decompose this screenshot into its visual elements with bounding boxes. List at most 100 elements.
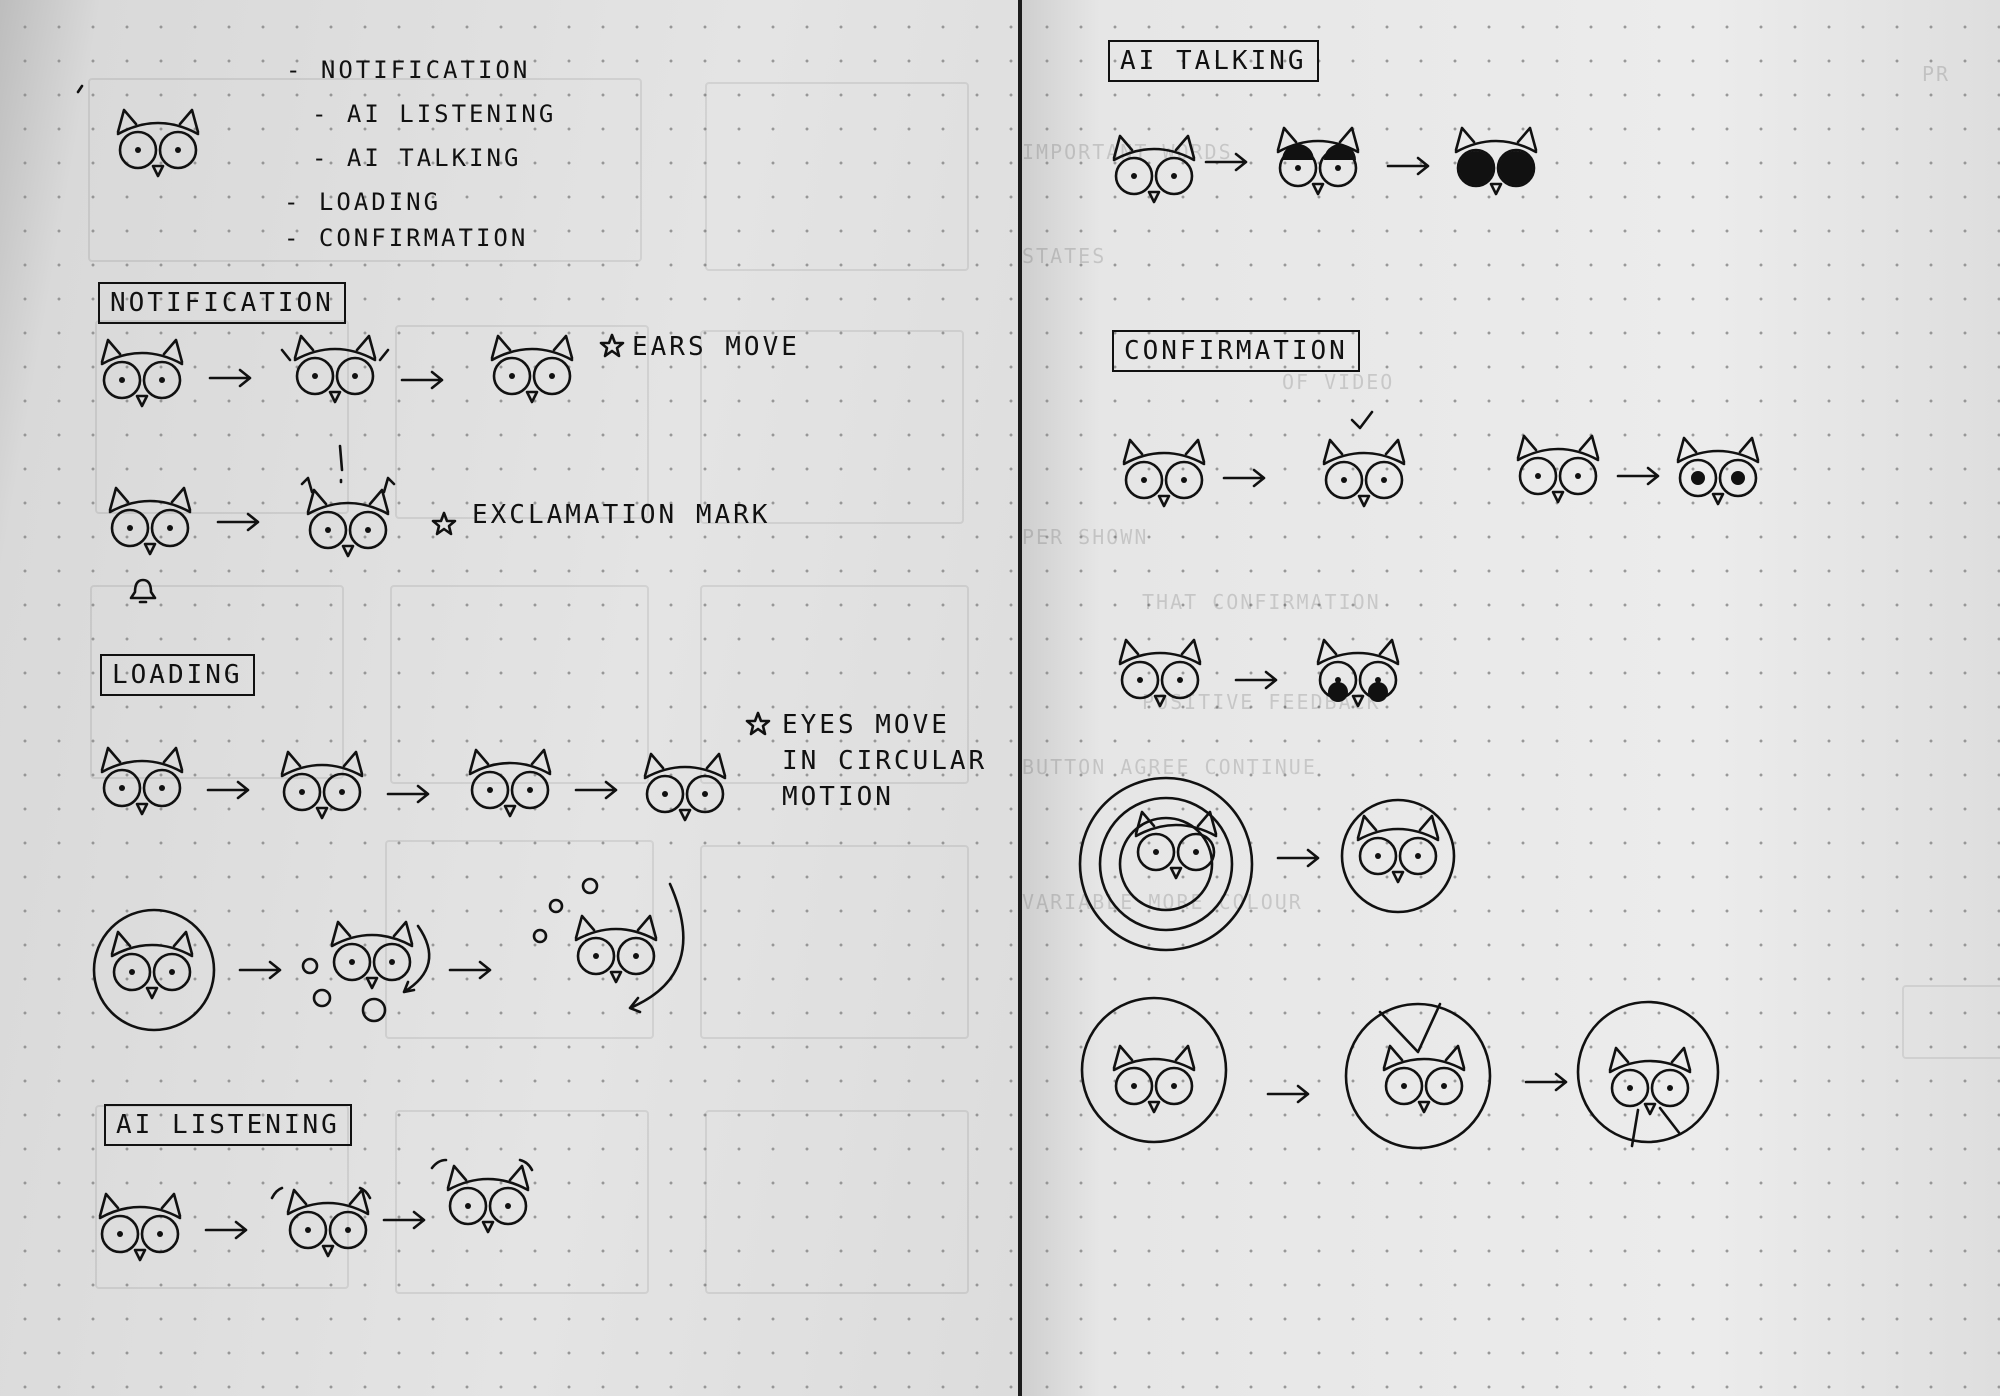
owl-icon — [293, 334, 377, 404]
arrow-right-icon — [1386, 156, 1430, 176]
bell-icon — [129, 578, 157, 604]
filled-eye — [1459, 151, 1493, 185]
ripple-ring — [1118, 816, 1214, 912]
owl-icon — [1356, 814, 1440, 884]
section-title-ai-listening: AI LISTENING — [104, 1104, 352, 1146]
loading-dot — [532, 928, 548, 944]
overview-item-notification: - NOTIFICATION — [286, 56, 531, 84]
arrow-right-icon — [238, 960, 282, 980]
filled-eye — [1499, 151, 1533, 185]
arrow-right-icon — [1266, 1084, 1310, 1104]
loading-dot — [548, 898, 564, 914]
owl-icon — [468, 748, 552, 818]
overview-item-loading: - LOADING — [284, 188, 442, 216]
arrow-right-icon — [448, 960, 492, 980]
owl-icon — [1322, 438, 1406, 508]
owl-icon — [100, 746, 184, 816]
loading-dot — [301, 957, 319, 975]
loading-ring — [92, 908, 216, 1032]
loading-dot — [312, 988, 332, 1008]
owl-icon — [280, 750, 364, 820]
overview-item-confirmation: - CONFIRMATION — [284, 224, 529, 252]
note-ears-move: EARS MOVE — [632, 332, 800, 362]
owl-icon — [643, 752, 727, 822]
left-page — [0, 0, 1018, 1396]
filled-pupil — [1328, 682, 1348, 702]
section-title-ai-talking: AI TALKING — [1108, 40, 1319, 82]
ring-fill-lines — [1630, 1106, 1682, 1148]
star-bullet-icon — [431, 511, 457, 536]
owl-icon — [490, 334, 574, 404]
owl-icon — [98, 1192, 182, 1262]
arrow-right-icon — [400, 370, 444, 390]
owl-icon — [306, 488, 390, 558]
owl-icon — [1112, 134, 1196, 204]
arrow-right-icon — [1222, 468, 1266, 488]
star-bullet-icon — [745, 711, 771, 736]
circular-motion-arrow — [402, 924, 431, 994]
arrow-right-icon — [386, 784, 430, 804]
ink-mark — [76, 84, 84, 94]
owl-icon — [110, 930, 194, 1000]
arrow-right-icon — [1276, 848, 1320, 868]
sound-lines — [430, 1158, 534, 1172]
owl-icon — [108, 486, 192, 556]
overview-item-ai-listening: - AI LISTENING — [312, 100, 557, 128]
owl-icon — [116, 108, 200, 178]
loading-dot — [361, 997, 387, 1023]
arrow-right-icon — [1204, 152, 1248, 172]
owl-icon — [286, 1188, 370, 1258]
owl-icon — [1122, 438, 1206, 508]
confirmation-ring — [1340, 798, 1456, 914]
ring-fill-lines — [1378, 1002, 1442, 1054]
note-exclamation-mark: EXCLAMATION MARK — [472, 500, 771, 530]
owl-icon — [330, 920, 414, 990]
checkmark-icon — [1350, 410, 1374, 430]
arrow-right-icon — [216, 512, 260, 532]
loading-dot — [581, 877, 599, 895]
star-bullet-icon — [599, 333, 625, 358]
note-eyes-move-2: IN CIRCULAR — [782, 746, 988, 776]
note-eyes-move-1: EYES MOVE — [782, 710, 950, 740]
exclamation-mark — [338, 444, 344, 484]
arrow-right-icon — [382, 1210, 426, 1230]
owl-icon — [1276, 126, 1360, 196]
ear-motion-lines — [280, 348, 390, 362]
filled-pupil — [1368, 682, 1388, 702]
owl-icon — [1516, 434, 1600, 504]
filled-pupil — [1731, 471, 1745, 485]
filled-pupil — [1691, 471, 1705, 485]
owl-icon — [1608, 1046, 1692, 1116]
circular-motion-arrow — [628, 882, 685, 1014]
confirmation-ring — [1080, 996, 1228, 1144]
owl-icon — [1112, 1044, 1196, 1114]
owl-icon — [1676, 436, 1760, 506]
arrow-right-icon — [1616, 466, 1660, 486]
section-title-confirmation: CONFIRMATION — [1112, 330, 1360, 372]
arrow-right-icon — [1524, 1072, 1568, 1092]
owl-icon — [100, 338, 184, 408]
note-eyes-move-3: MOTION — [782, 782, 894, 812]
section-title-loading: LOADING — [100, 654, 255, 696]
ripple-ring — [1098, 796, 1234, 932]
arrow-right-icon — [204, 1220, 248, 1240]
arrow-right-icon — [206, 780, 250, 800]
arrow-right-icon — [574, 780, 618, 800]
owl-icon — [1118, 638, 1202, 708]
section-title-notification: NOTIFICATION — [98, 282, 346, 324]
owl-icon — [1382, 1044, 1466, 1114]
raised-ears — [300, 476, 396, 494]
overview-item-ai-talking: - AI TALKING — [312, 144, 522, 172]
confirmation-ring — [1576, 1000, 1720, 1144]
half-filled-eyes — [1282, 144, 1356, 160]
sound-lines — [270, 1186, 372, 1200]
arrow-right-icon — [1234, 670, 1278, 690]
arrow-right-icon — [208, 368, 252, 388]
owl-icon — [574, 914, 658, 984]
confirmation-ring — [1344, 1002, 1492, 1150]
ripple-ring — [1078, 776, 1254, 952]
dot-grid — [0, 0, 1018, 1396]
owl-icon — [446, 1164, 530, 1234]
